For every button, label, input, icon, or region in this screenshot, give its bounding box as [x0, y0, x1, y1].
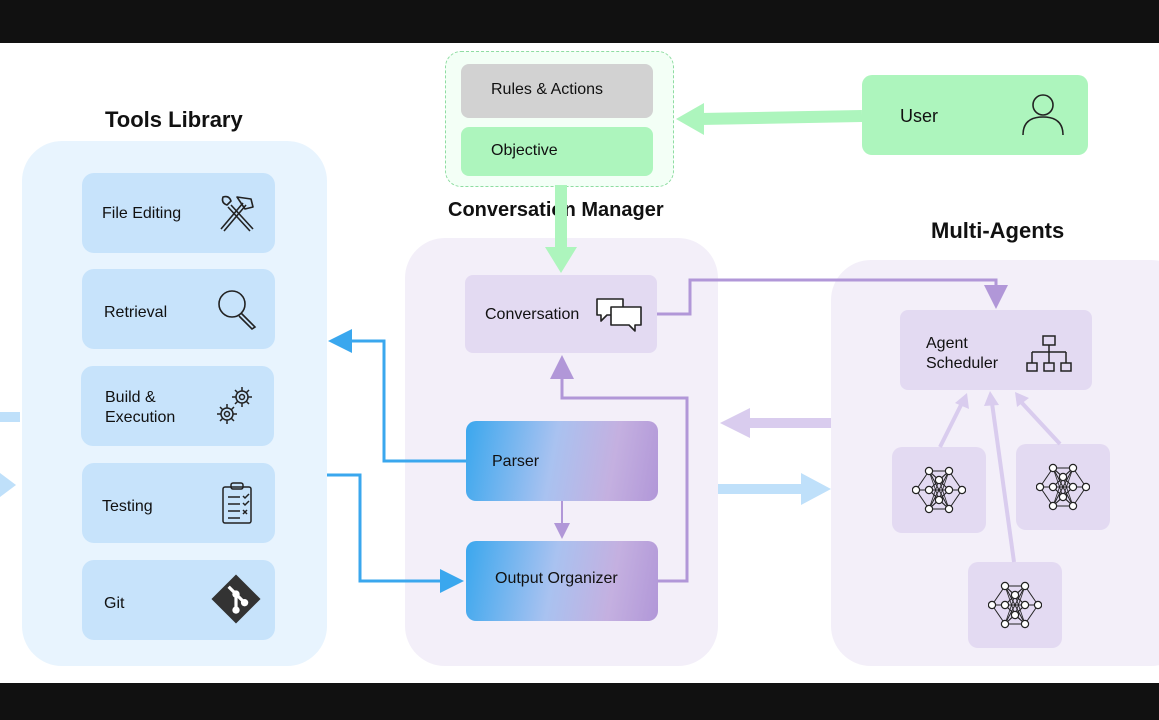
tool-label: Retrieval — [104, 304, 168, 321]
tool-testing[interactable]: Testing — [82, 463, 275, 543]
gears-icon — [217, 387, 252, 424]
output-to-conversation-arrow — [550, 355, 689, 583]
magnifier-icon — [218, 290, 257, 331]
tools-library-title: Tools Library — [105, 107, 243, 132]
parser-to-tools-arrow — [328, 329, 466, 463]
hierarchy-icon — [1026, 335, 1072, 372]
neural-network-icon — [1036, 463, 1090, 511]
agent-node-left[interactable] — [892, 447, 986, 533]
conversation-to-scheduler-arrow — [657, 278, 1008, 316]
left-edge-stub-bottom — [0, 473, 16, 497]
diagram-canvas: Tools Library Conversation Manager Multi… — [0, 43, 1159, 683]
chat-bubbles-icon — [596, 298, 642, 332]
tool-label: Git — [104, 595, 125, 612]
connector-arrows — [0, 103, 1062, 593]
tool-git[interactable]: Git — [82, 560, 275, 640]
checklist-icon — [222, 482, 252, 524]
agent-scheduler-box[interactable]: Agent Scheduler — [900, 310, 1092, 390]
tool-label: Build & Execution — [105, 389, 176, 426]
agent-node-right[interactable] — [1016, 444, 1110, 530]
user-label: User — [900, 106, 939, 126]
parser-label: Parser — [492, 453, 540, 470]
conversation-label: Conversation — [485, 306, 580, 323]
hammer-wrench-icon — [220, 195, 254, 232]
git-icon — [211, 574, 261, 624]
objective-label: Objective — [491, 142, 558, 159]
rules-actions-box: Rules & Actions — [461, 64, 653, 118]
output-organizer-box[interactable]: Output Organizer — [466, 541, 658, 621]
multi-agents-title: Multi-Agents — [931, 218, 1065, 243]
tool-label: Testing — [102, 498, 153, 515]
agents-to-scheduler-arrows — [938, 401, 1062, 563]
left-edge-stub-top — [0, 412, 20, 422]
user-box: User — [862, 75, 1088, 155]
tool-retrieval[interactable]: Retrieval — [82, 269, 275, 349]
agent-node-bottom[interactable] — [968, 562, 1062, 648]
rules-actions-label: Rules & Actions — [491, 81, 604, 98]
conversation-box[interactable]: Conversation — [465, 275, 657, 353]
neural-network-icon — [988, 581, 1042, 629]
tools-to-output-arrow — [327, 473, 464, 593]
parser-box[interactable]: Parser — [466, 421, 658, 501]
objective-box: Objective — [461, 127, 653, 176]
tool-build-execution[interactable]: Build & Execution — [81, 366, 274, 446]
user-to-objective-arrow — [699, 110, 863, 125]
tool-file-editing[interactable]: File Editing — [82, 173, 275, 253]
tool-label: File Editing — [102, 205, 182, 222]
neural-network-icon — [912, 466, 966, 514]
output-organizer-label: Output Organizer — [495, 570, 618, 587]
agent-scheduler-label: Agent Scheduler — [926, 335, 999, 372]
user-icon — [1022, 94, 1064, 136]
